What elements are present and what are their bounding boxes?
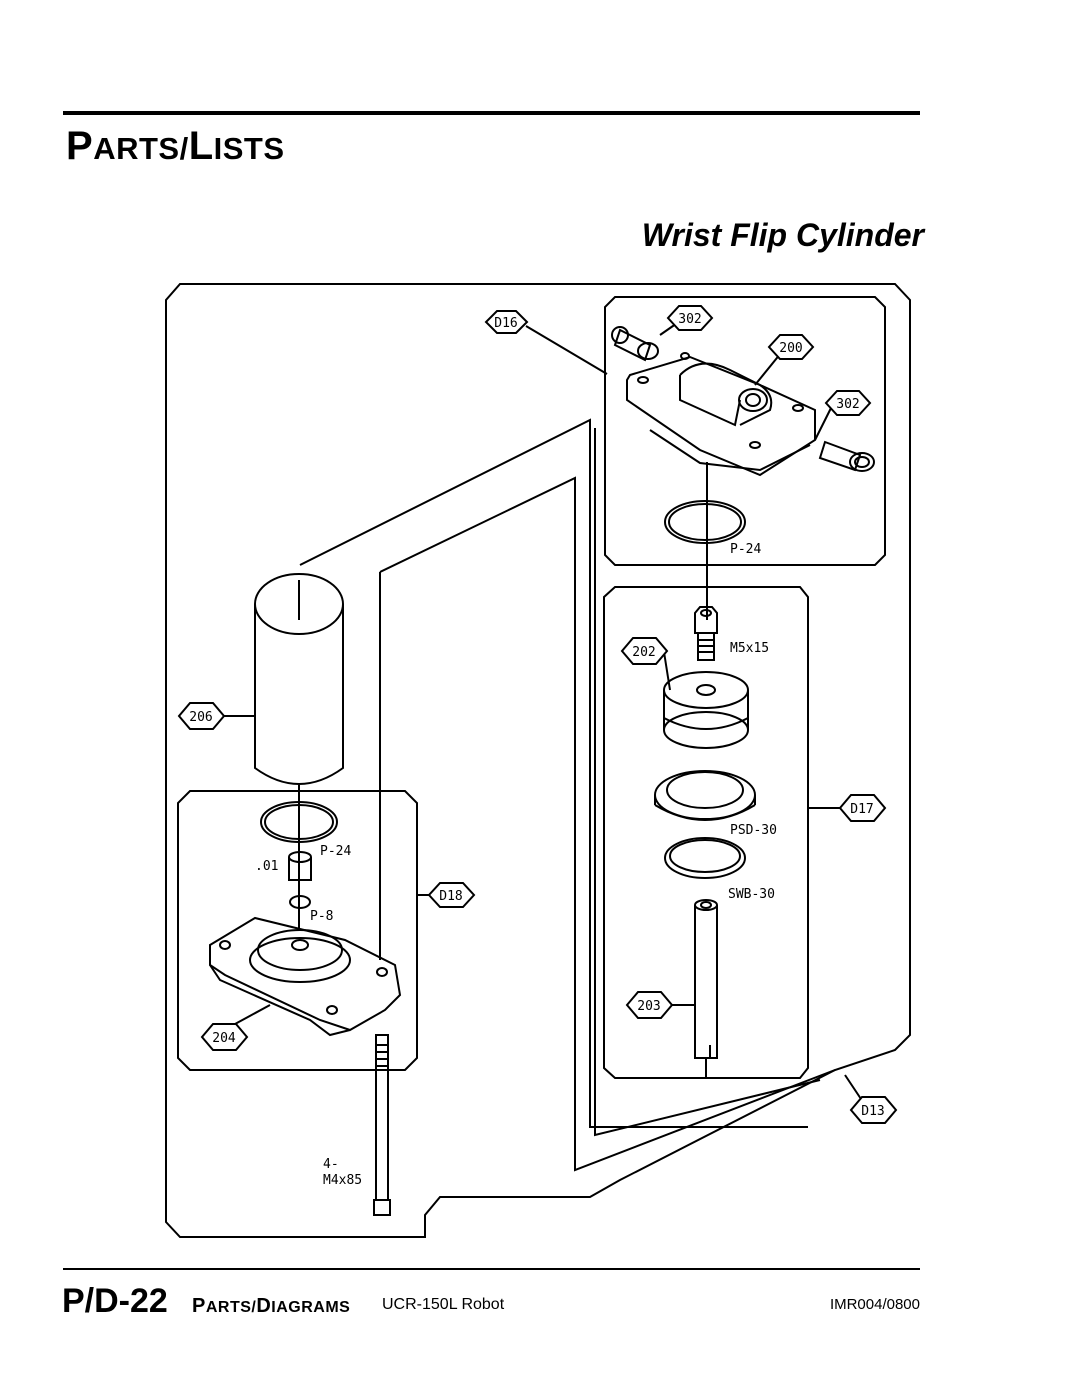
rod-203 bbox=[694, 899, 718, 1059]
o-ring-p24-lower bbox=[260, 801, 338, 843]
callout-203: 203 bbox=[637, 999, 660, 1014]
callout-302-top: 302 bbox=[678, 312, 701, 327]
clip-swb30 bbox=[664, 837, 746, 879]
callout-octagons bbox=[177, 305, 898, 1124]
label-swb30: SWB-30 bbox=[728, 887, 775, 902]
label-201: .01 bbox=[255, 859, 278, 874]
outline-d18 bbox=[177, 790, 418, 1071]
o-ring-p8 bbox=[289, 895, 311, 909]
label-p24-top: P-24 bbox=[730, 542, 761, 557]
callout-302-right: 302 bbox=[836, 397, 859, 412]
label-psd30: PSD-30 bbox=[730, 823, 777, 838]
outline-d13 bbox=[165, 283, 911, 1238]
label-p24-lower: P-24 bbox=[320, 844, 351, 859]
section-title: PARTS/LISTS bbox=[66, 124, 285, 168]
callout-202: 202 bbox=[632, 645, 655, 660]
outline-d16 bbox=[604, 296, 886, 566]
callout-labels: D16 302 200 302 P-24 202 M5x15 206 D17 P… bbox=[189, 312, 884, 1188]
screw-m5x15 bbox=[694, 606, 718, 661]
label-bolt-size: M4x85 bbox=[323, 1173, 362, 1188]
outline-route-outer bbox=[299, 418, 808, 1128]
callout-206: 206 bbox=[189, 710, 212, 725]
callout-200: 200 bbox=[779, 341, 802, 356]
fitting-302-top bbox=[611, 326, 659, 362]
piston-202 bbox=[663, 671, 749, 749]
outline-route-inner2 bbox=[594, 428, 821, 1137]
o-ring-p24-top bbox=[664, 500, 746, 544]
diagram-title: Wrist Flip Cylinder bbox=[641, 217, 924, 253]
footer-section: PARTS/DIAGRAMS bbox=[192, 1295, 351, 1317]
footer: P/D-22 PARTS/DIAGRAMS UCR-150L Robot IMR… bbox=[62, 1282, 922, 1322]
header-rule bbox=[63, 111, 920, 115]
end-cap-204 bbox=[209, 916, 402, 1037]
footer-model: UCR-150L Robot bbox=[382, 1296, 505, 1313]
page-code: P/D-22 bbox=[62, 1282, 168, 1320]
label-m5x15: M5x15 bbox=[730, 641, 769, 656]
tube-206 bbox=[254, 573, 344, 785]
callout-d17: D17 bbox=[850, 802, 873, 817]
outline-route-mid bbox=[379, 476, 836, 1172]
callout-d13: D13 bbox=[861, 1104, 884, 1119]
footer-doc-number: IMR004/0800 bbox=[829, 1296, 920, 1313]
label-p8: P-8 bbox=[310, 909, 333, 924]
bushing-201 bbox=[288, 851, 312, 881]
callout-204: 204 bbox=[212, 1031, 236, 1046]
cylinder-body-200 bbox=[626, 352, 816, 477]
footer-rule bbox=[63, 1268, 920, 1270]
fitting-302-right bbox=[818, 440, 875, 472]
callout-d18: D18 bbox=[439, 889, 462, 904]
label-bolt-qty: 4- bbox=[323, 1157, 339, 1172]
bolt-m4x85 bbox=[373, 1034, 391, 1216]
outline-d17 bbox=[603, 586, 809, 1079]
callout-d16: D16 bbox=[494, 316, 517, 331]
